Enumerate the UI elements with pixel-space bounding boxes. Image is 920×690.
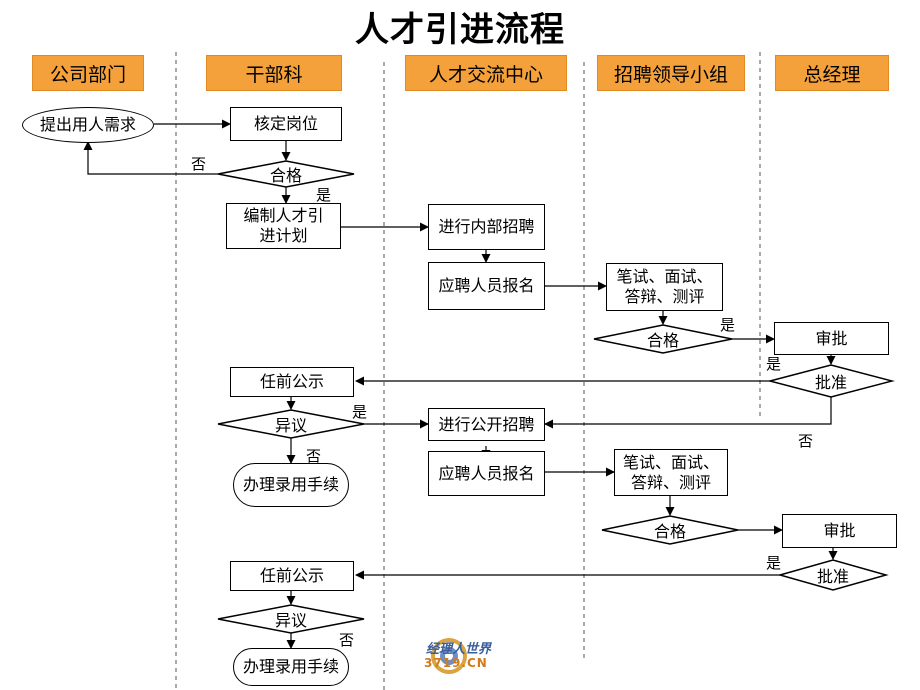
logo-emblem-icon (431, 638, 467, 674)
edge-label-yes: 是 (316, 186, 332, 204)
node-verify-post: 核定岗位 (230, 107, 342, 141)
edge-label-yes: 是 (766, 355, 782, 373)
lane-header-cadre-section: 干部科 (206, 55, 342, 91)
decision-approved-1: 批准 (814, 373, 847, 392)
lane-header-company-department: 公司部门 (32, 55, 144, 91)
page-title: 人才引进流程 (355, 10, 565, 50)
node-approval-2: 审批 (782, 514, 897, 548)
node-hiring-procedure-2: 办理录用手续 (233, 648, 349, 686)
node-approval-1: 审批 (774, 322, 889, 355)
lane-header-general-manager: 总经理 (775, 55, 889, 91)
decision-qualified-3: 合格 (653, 522, 686, 541)
edge-label-yes: 是 (720, 316, 736, 334)
edge-label-yes: 是 (352, 403, 368, 421)
node-pre-appointment-publicity-2: 任前公示 (230, 561, 354, 591)
node-internal-recruitment: 进行内部招聘 (428, 204, 545, 250)
node-applicant-registration-2: 应聘人员报名 (428, 451, 545, 496)
edge-label-yes: 是 (766, 554, 782, 572)
edge-label-no: 否 (339, 631, 355, 649)
node-public-recruitment: 进行公开招聘 (428, 408, 545, 441)
decision-approved-2: 批准 (816, 567, 849, 586)
node-hiring-procedure-1: 办理录用手续 (233, 463, 349, 507)
edge-label-no: 否 (306, 447, 322, 465)
edge-label-no: 否 (798, 432, 814, 450)
node-exam-1: 笔试、面试、 答辩、测评 (606, 263, 723, 311)
node-submit-demand: 提出用人需求 (22, 107, 154, 143)
decision-qualified-1: 合格 (269, 166, 302, 185)
node-compile-plan: 编制人才引 进计划 (226, 203, 341, 249)
decision-objection-1: 异议 (274, 416, 307, 435)
decision-objection-2: 异议 (274, 611, 307, 630)
decision-diamonds (217, 160, 895, 634)
lane-header-recruitment-leading-group: 招聘领导小组 (597, 55, 745, 91)
lane-dividers (175, 52, 761, 690)
decision-qualified-2: 合格 (646, 331, 679, 350)
logo-text: 经理人世界 (426, 642, 492, 657)
edge-label-no: 否 (191, 155, 207, 173)
node-exam-2: 笔试、面试、 答辩、测评 (614, 449, 728, 496)
lane-header-talent-exchange-center: 人才交流中心 (405, 55, 567, 91)
node-pre-appointment-publicity-1: 任前公示 (230, 367, 354, 397)
node-applicant-registration-1: 应聘人员报名 (428, 262, 545, 310)
logo-url-text: 3719.CN (424, 656, 488, 670)
